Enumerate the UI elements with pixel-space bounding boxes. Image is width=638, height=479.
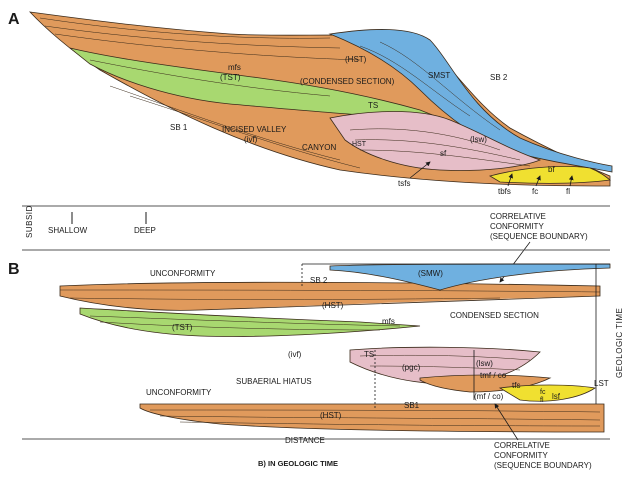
label-b-mf-co: (mf / co) (474, 392, 504, 401)
subsidence-scale: SUBSID SHALLOW DEEP CORRELATIVE CONFORMI… (22, 205, 610, 283)
label-a-tst: (TST) (220, 73, 241, 82)
label-a-fc: fc (532, 187, 538, 196)
label-b-correlative-1: CORRELATIVE (494, 441, 550, 450)
label-geologic-time: GEOLOGIC TIME (615, 308, 624, 378)
label-a-sf: sf (440, 149, 447, 158)
label-a-sb1: SB 1 (170, 123, 188, 132)
panel-b-caption: B) IN GEOLOGIC TIME (258, 459, 338, 468)
label-b-sb1: SB1 (404, 401, 420, 410)
label-b-tst: (TST) (172, 323, 193, 332)
label-a-hst: (HST) (345, 55, 367, 64)
label-b-fc: fc (540, 389, 546, 396)
label-b-lsw: (lsw) (476, 359, 493, 368)
label-deep: DEEP (134, 226, 156, 235)
label-correlative-top-3: (SEQUENCE BOUNDARY) (490, 232, 588, 241)
panel-a-basin-floor-fan (488, 166, 611, 184)
label-a-hst-inner: HST (352, 141, 367, 148)
label-b-tmf-co: tmf / co (480, 371, 507, 380)
label-b-pgc: (pgc) (402, 363, 421, 372)
label-b-correlative-2: CONFORMITY (494, 451, 548, 460)
label-correlative-top-1: CORRELATIVE (490, 212, 546, 221)
panel-b-letter: B (8, 261, 20, 278)
label-a-incised-valley: INCISED VALLEY (222, 125, 287, 134)
label-a-fl: fl (566, 187, 570, 196)
label-correlative-top-2: CONFORMITY (490, 222, 544, 231)
label-a-ts: TS (368, 101, 378, 110)
label-a-canyon: CANYON (302, 143, 336, 152)
label-subsid: SUBSID (25, 205, 34, 238)
panel-a-bedding-lines (39, 17, 531, 169)
label-b-smw: (SMW) (418, 269, 443, 278)
label-a-tbfs: tbfs (498, 187, 511, 196)
label-b-subaerial: SUBAERIAL HIATUS (236, 377, 312, 386)
label-a-sb2: SB 2 (490, 73, 508, 82)
label-b-ivf: (ivf) (288, 350, 302, 359)
label-b-sb2: SB 2 (310, 276, 328, 285)
label-b-lsf: lsf (552, 392, 561, 401)
label-b-tfs: tfs (512, 381, 520, 390)
arrow-correlative-bottom (494, 403, 519, 441)
label-b-lst: LST (594, 379, 609, 388)
label-b-fl: fl (540, 397, 544, 404)
label-b-ts: TS (364, 350, 374, 359)
panel-a-letter: A (8, 11, 20, 28)
label-b-mfs: mfs (382, 317, 395, 326)
label-a-tsfs: tsfs (398, 179, 410, 188)
label-distance: DISTANCE (285, 436, 325, 445)
label-b-hst-low: (HST) (320, 411, 342, 420)
label-shallow: SHALLOW (48, 226, 88, 235)
label-b-unconformity-top: UNCONFORMITY (150, 269, 216, 278)
label-a-bf: bf (548, 165, 555, 174)
label-b-correlative-3: (SEQUENCE BOUNDARY) (494, 461, 592, 470)
panel-b-lsf-lens (498, 384, 597, 402)
panel-a: A (HST) mfs (TST) (CONDENSED S (8, 11, 613, 196)
label-a-smst: SMST (428, 71, 450, 80)
label-a-mfs: mfs (228, 63, 241, 72)
panel-a-lowstand-wedge (329, 111, 542, 171)
label-a-lsw: (lsw) (470, 135, 487, 144)
panel-a-smst-wedge (328, 29, 613, 173)
label-a-condensed: (CONDENSED SECTION) (300, 77, 395, 86)
panel-a-arrows (409, 161, 574, 187)
label-b-condensed: CONDENSED SECTION (450, 311, 539, 320)
label-b-hst: (HST) (322, 301, 344, 310)
panel-b: B GEOLOGIC TIM (8, 261, 624, 470)
panel-b-tst-wedge (79, 307, 421, 337)
label-a-ivf: (ivf) (244, 135, 258, 144)
label-b-unconformity-low: UNCONFORMITY (146, 388, 212, 397)
